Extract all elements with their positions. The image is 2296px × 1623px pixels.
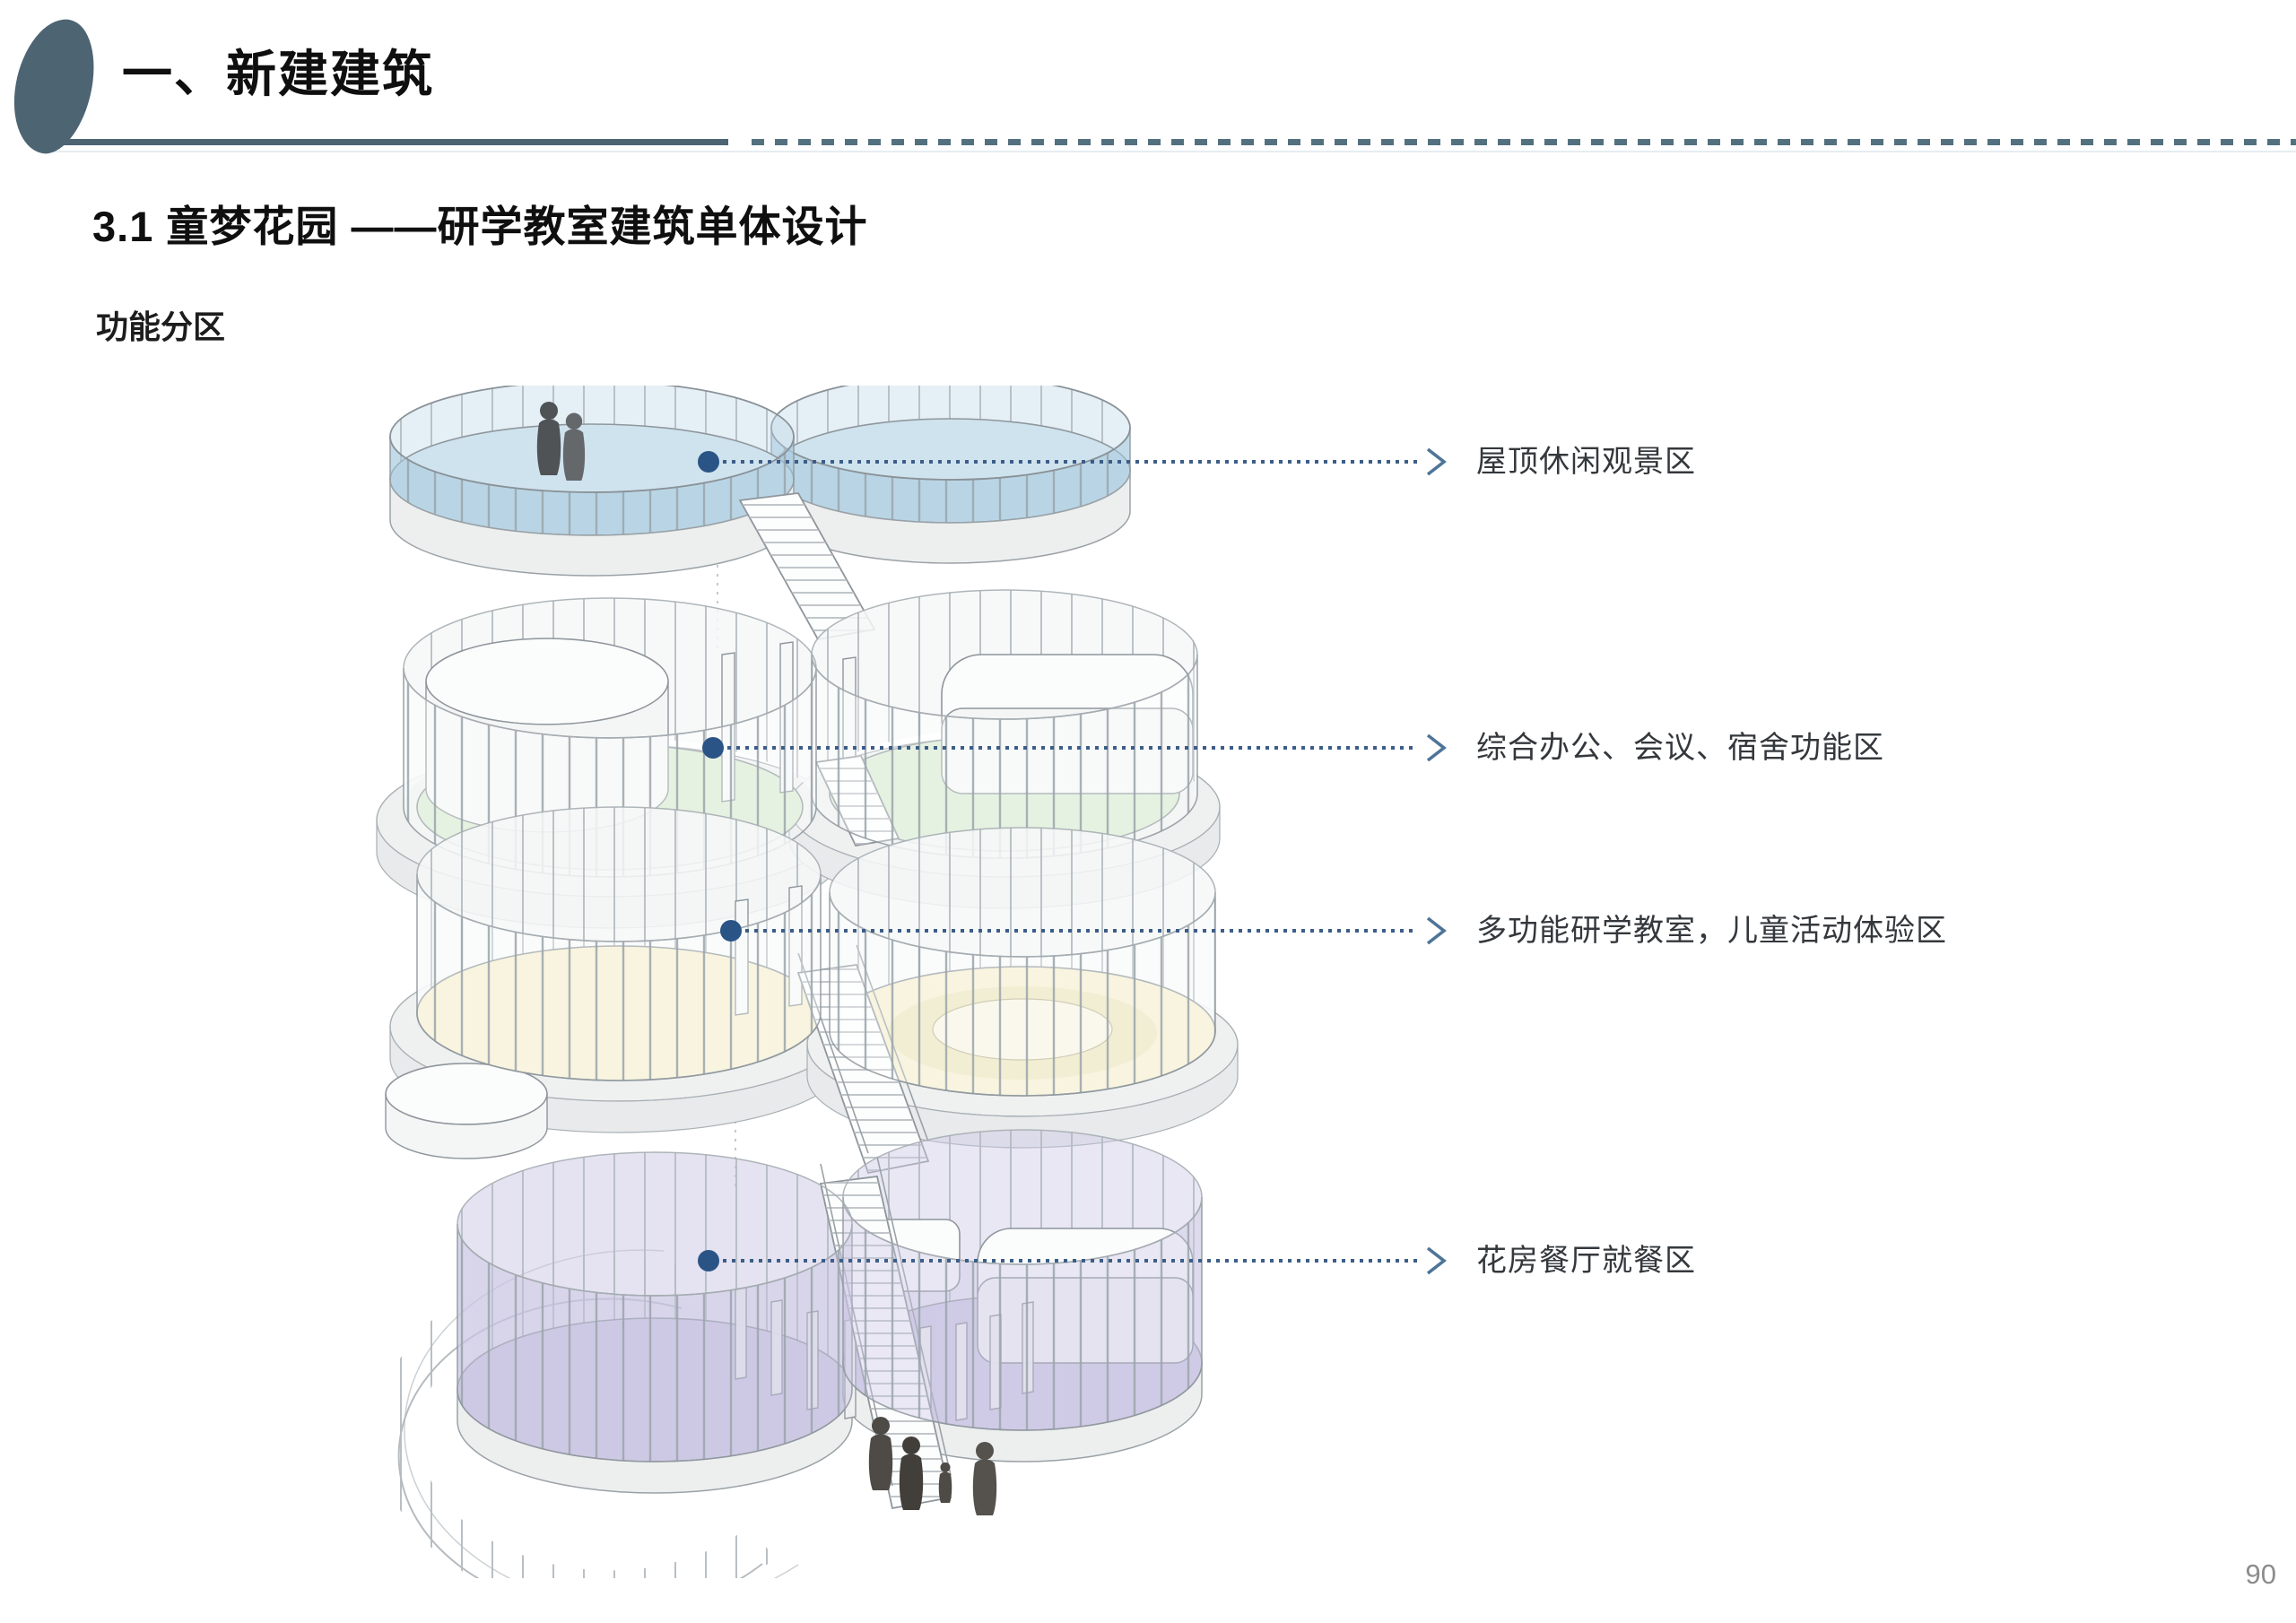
arrow-chevron-icon (1426, 447, 1447, 476)
floor-roof-deck (389, 386, 1131, 640)
leader-line (727, 746, 1417, 750)
arrow-chevron-icon (1426, 1246, 1447, 1275)
floor-classroom-activity (385, 806, 1239, 1175)
page-title: 一、新建建筑 (122, 46, 434, 102)
person-silhouette (972, 1442, 997, 1515)
child-silhouette (938, 1462, 952, 1503)
zone-marker-dot (698, 451, 719, 473)
leader-line (745, 929, 1417, 933)
annotation-label: 多功能研学教室，儿童活动体验区 (1476, 914, 1947, 948)
zone-marker-dot (702, 737, 724, 759)
page-number: 90 (2245, 1558, 2276, 1590)
leader-line (723, 460, 1417, 464)
annotation-label: 花房餐厅就餐区 (1476, 1244, 1696, 1278)
person-silhouette (899, 1436, 924, 1510)
leader-line (723, 1259, 1417, 1263)
header-divider-dashed (752, 139, 2296, 145)
header-divider-solid (52, 139, 728, 145)
zone-marker-dot (698, 1250, 719, 1271)
person-silhouette (562, 412, 586, 481)
arrow-chevron-icon (1426, 916, 1447, 945)
annotation-label: 综合办公、会议、宿舍功能区 (1476, 731, 1884, 765)
arrow-chevron-icon (1426, 733, 1447, 762)
person-silhouette (868, 1417, 893, 1490)
floor-greenhouse-dining (378, 1129, 1203, 1578)
person-silhouette (536, 402, 561, 475)
slide-subtitle: 3.1 童梦花园 ——研学教室建筑单体设计 (92, 203, 868, 250)
section-label: 功能分区 (96, 308, 226, 345)
header-divider-underline (52, 151, 2296, 152)
building-exploded-axonometric-diagram (376, 386, 1239, 1578)
zone-marker-dot (720, 920, 742, 942)
annotation-label: 屋顶休闲观景区 (1476, 445, 1696, 479)
